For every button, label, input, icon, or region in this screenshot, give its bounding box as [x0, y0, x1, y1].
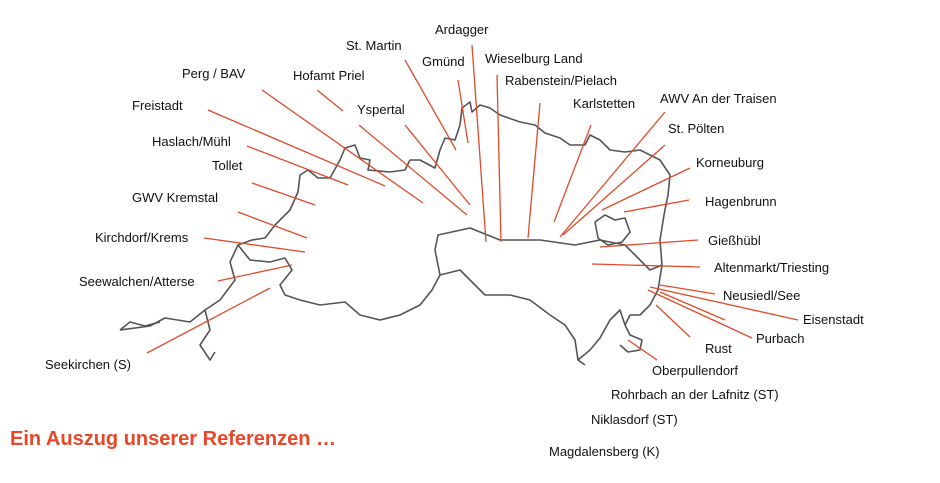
line-purbach-2 — [659, 291, 726, 321]
label-hofamt: Hofamt Priel — [293, 68, 365, 83]
line-yspertal-2 — [404, 124, 471, 206]
line-gmuend — [457, 79, 469, 144]
line-karlstetten — [553, 124, 592, 223]
label-rohrbach: Rohrbach an der Lafnitz (ST) — [611, 387, 779, 402]
label-ardagger: Ardagger — [435, 22, 489, 37]
label-altenmarkt: Altenmarkt/Triesting — [714, 260, 830, 275]
line-korneuburg — [601, 167, 691, 211]
line-yspertal-1 — [358, 124, 468, 216]
line-rabenstein — [527, 102, 541, 239]
label-seewalchen: Seewalchen/Atterse — [79, 274, 195, 289]
label-tollet: Tollet — [212, 158, 243, 173]
label-yspertal: Yspertal — [357, 102, 405, 117]
line-seekirchen — [146, 287, 271, 354]
label-haslach: Haslach/Mühl — [152, 134, 231, 149]
line-hagenbrunn — [623, 199, 690, 213]
line-tollet — [251, 182, 316, 206]
line-purbach — [647, 289, 753, 339]
line-haslach — [246, 145, 349, 186]
border-outline — [119, 101, 671, 353]
label-gmuend: Gmünd — [422, 54, 465, 69]
line-awv — [559, 111, 666, 238]
label-gwv: GWV Kremstal — [132, 190, 218, 205]
label-purbach: Purbach — [756, 331, 805, 346]
line-hofamt — [316, 89, 344, 112]
line-altenmarkt — [591, 263, 701, 268]
label-freistadt: Freistadt — [132, 98, 183, 113]
leader-lines — [146, 44, 799, 361]
border-east — [434, 227, 663, 276]
line-oberpullendorf — [627, 339, 658, 361]
label-niklasdorf: Niklasdorf (ST) — [591, 412, 678, 427]
label-oberpullendorf: Oberpullendorf — [652, 363, 738, 378]
region-borders — [119, 101, 671, 366]
label-st-poelten: St. Pölten — [668, 121, 725, 136]
label-rabenstein: Rabenstein/Pielach — [505, 73, 618, 88]
line-giesshuebl — [599, 239, 699, 248]
label-korneuburg: Korneuburg — [696, 155, 764, 170]
label-rust: Rust — [705, 341, 732, 356]
page-title: Ein Auszug unserer Referenzen … — [10, 428, 336, 450]
border-inner — [237, 244, 586, 366]
label-karlstetten: Karlstetten — [573, 96, 636, 111]
line-perg — [261, 89, 424, 204]
label-neusiedl: Neusiedl/See — [723, 288, 801, 303]
label-kirchdorf: Kirchdorf/Krems — [95, 230, 189, 245]
line-wieselburg — [496, 74, 502, 243]
line-gwv — [237, 211, 308, 239]
line-kirchdorf — [203, 237, 306, 253]
label-wieselburg: Wieselburg Land — [485, 51, 583, 66]
label-awv: AWV An der Traisen — [660, 91, 777, 106]
line-eisenstadt — [649, 286, 799, 321]
label-eisenstadt: Eisenstadt — [803, 312, 864, 327]
border-vienna — [594, 214, 631, 246]
border-west — [119, 309, 216, 361]
line-st-poelten — [562, 144, 666, 236]
label-magdalensberg: Magdalensberg (K) — [549, 444, 660, 459]
line-seewalchen — [217, 264, 293, 282]
line-freistadt — [207, 109, 386, 187]
label-st-martin: St. Martin — [346, 38, 402, 53]
label-perg: Perg / BAV — [182, 66, 246, 81]
label-seekirchen: Seekirchen (S) — [45, 357, 131, 372]
line-neusiedl — [659, 284, 716, 295]
line-ardagger — [471, 44, 487, 243]
line-rust — [655, 304, 691, 338]
border-south — [577, 309, 626, 361]
line-st-martin — [404, 59, 457, 151]
label-hagenbrunn: Hagenbrunn — [705, 194, 777, 209]
label-giesshuebl: Gießhübl — [708, 233, 761, 248]
